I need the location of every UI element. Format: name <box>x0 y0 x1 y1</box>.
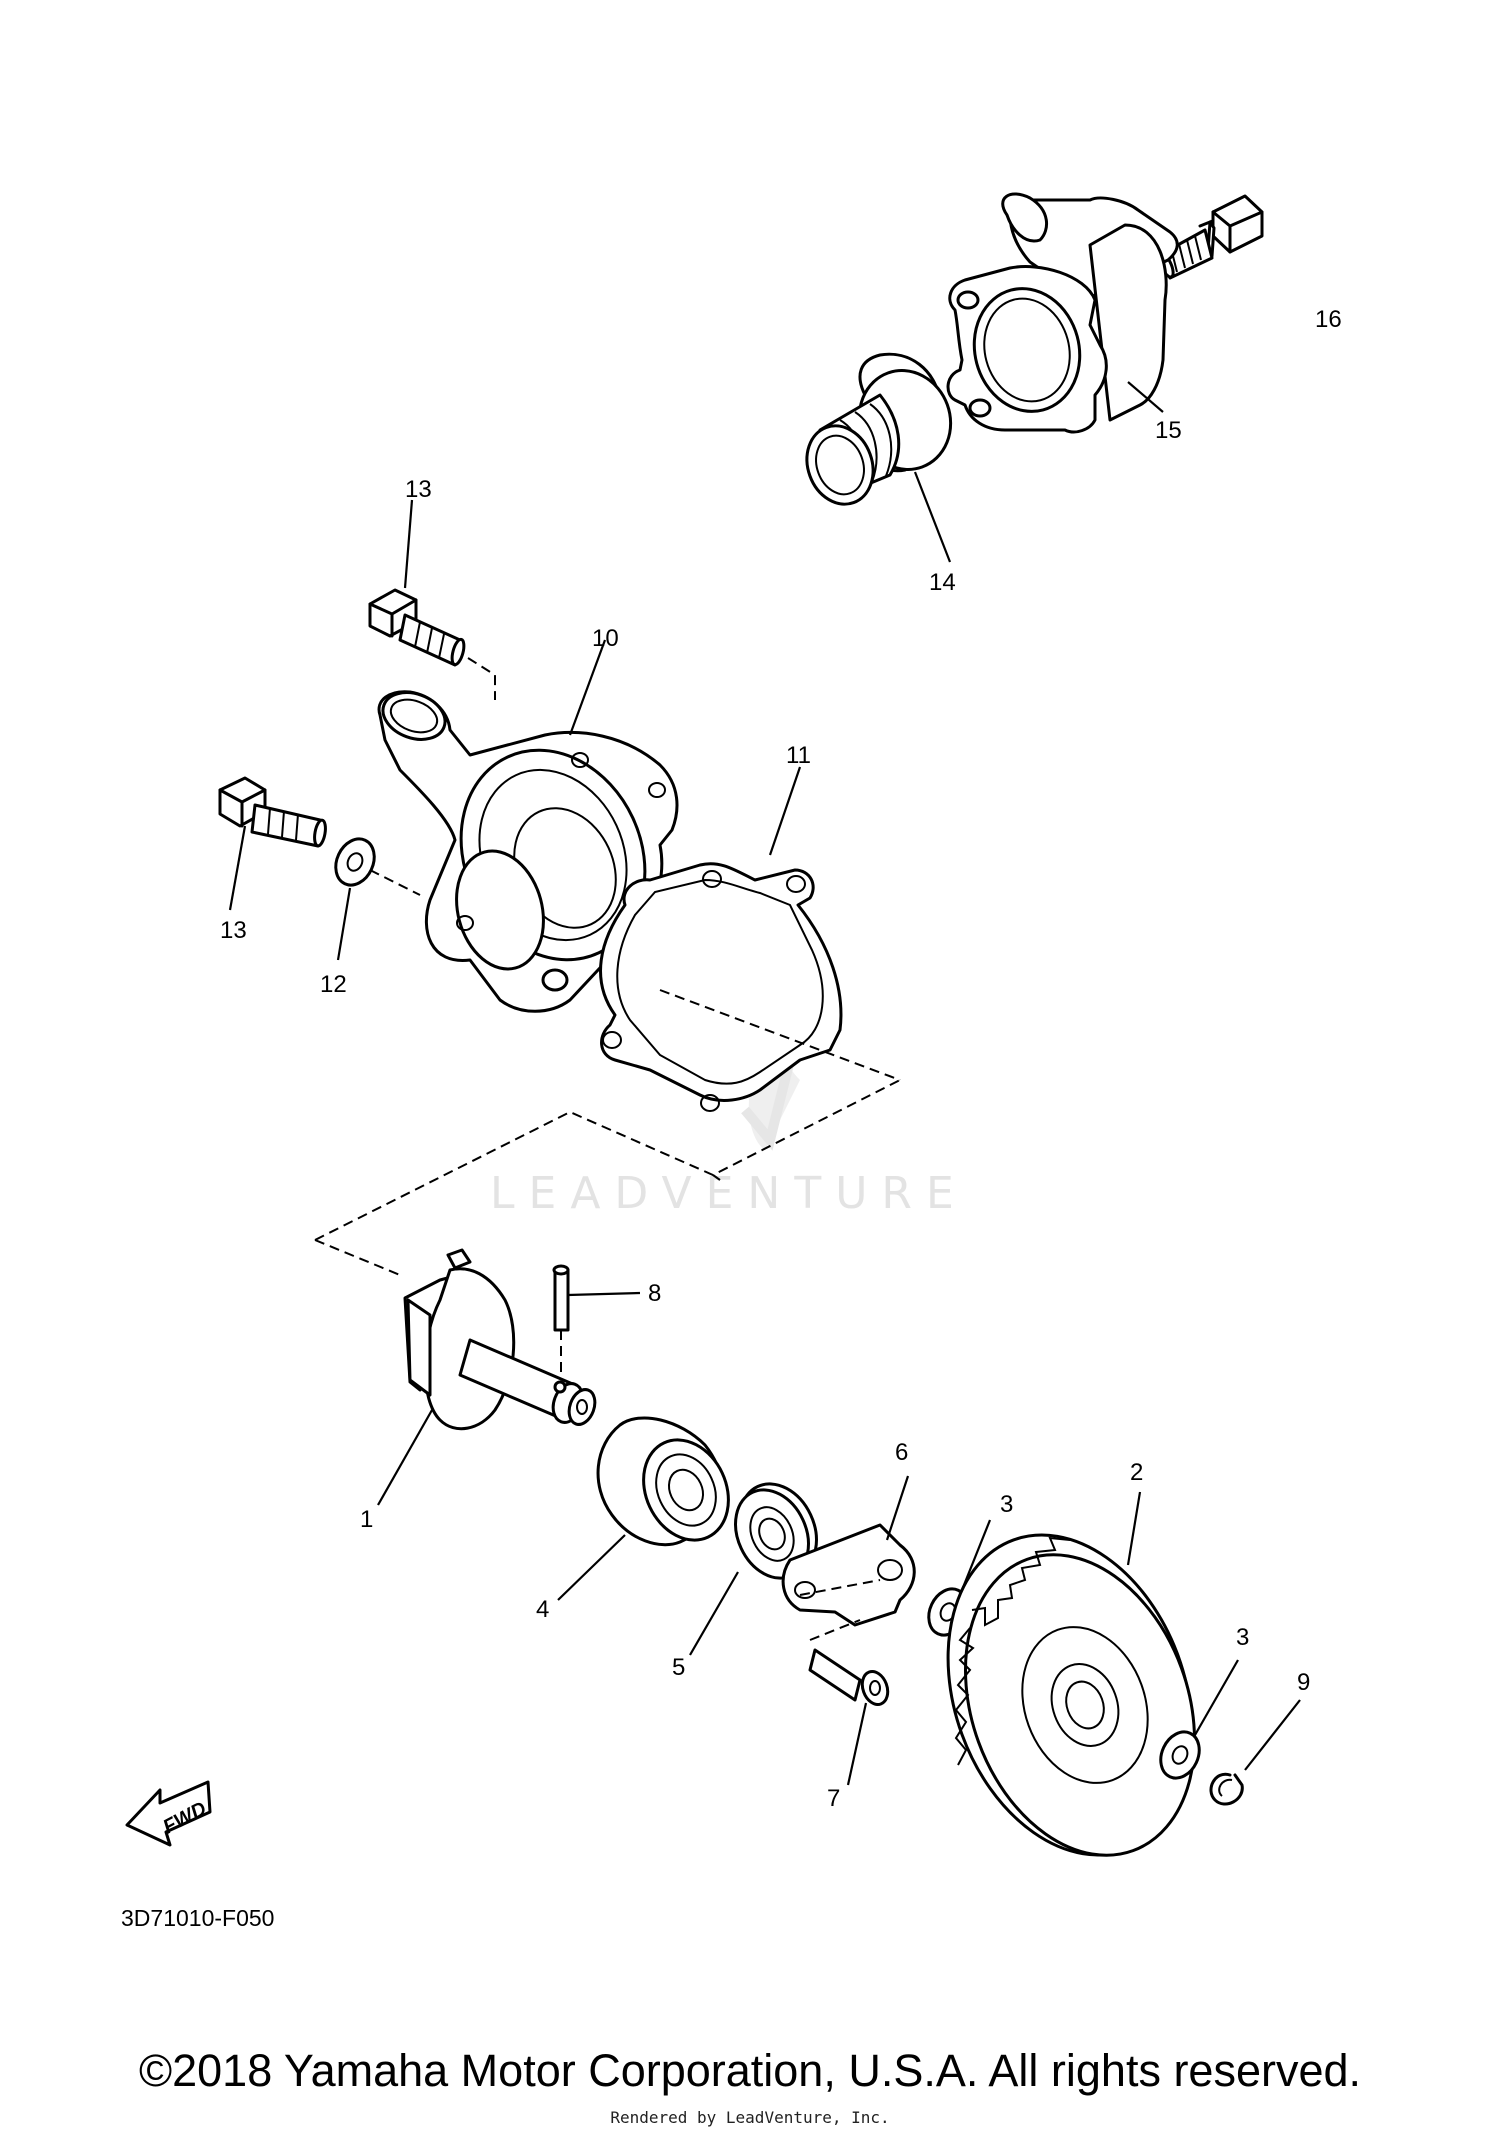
gear-2 <box>946 1533 1196 1857</box>
pump-housing-10 <box>377 690 679 1013</box>
callout-5: 5 <box>672 1654 685 1681</box>
callout-3b: 3 <box>1236 1624 1249 1651</box>
washer-3-lower <box>1159 1730 1201 1780</box>
pin-8 <box>552 1264 570 1332</box>
gasket-11 <box>599 862 843 1112</box>
callout-2: 2 <box>1130 1459 1143 1486</box>
callout-8: 8 <box>648 1280 661 1307</box>
diagram-reference-code: 3D71010-F050 <box>121 1905 275 1931</box>
thermostat-14 <box>805 352 953 506</box>
fwd-arrow-icon: FWD <box>125 1780 212 1847</box>
copyright-footer: ©2018 Yamaha Motor Corporation, U.S.A. A… <box>138 2045 1362 2096</box>
bolt-16 <box>1157 194 1264 280</box>
callout-15: 15 <box>1155 417 1182 444</box>
callout-12: 12 <box>320 971 347 998</box>
callout-11: 11 <box>786 742 811 769</box>
washer-12 <box>334 837 376 887</box>
bolt-13-left <box>218 776 327 848</box>
callout-6: 6 <box>895 1439 908 1466</box>
plate-6 <box>781 1523 916 1627</box>
callout-14: 14 <box>929 569 956 596</box>
impeller-shaft-1 <box>403 1248 597 1431</box>
oil-seal-4 <box>596 1416 730 1547</box>
callout-16: 16 <box>1315 306 1342 333</box>
callout-13b: 13 <box>220 917 247 944</box>
bolt-13-top <box>368 588 466 667</box>
watermark-text: LEADVENTURE <box>490 1168 968 1219</box>
callout-13a: 13 <box>405 476 432 503</box>
callout-7: 7 <box>827 1785 840 1812</box>
bolt-7 <box>808 1648 890 1706</box>
callout-1: 1 <box>360 1506 373 1533</box>
callout-4: 4 <box>536 1596 549 1623</box>
callout-10: 10 <box>592 625 619 652</box>
circlip-9 <box>1209 1772 1244 1806</box>
rendered-by-credit: Rendered by LeadVenture, Inc. <box>610 2108 890 2127</box>
callout-3a: 3 <box>1000 1491 1013 1518</box>
thermostat-housing-15 <box>946 192 1179 434</box>
callout-9: 9 <box>1297 1669 1310 1696</box>
